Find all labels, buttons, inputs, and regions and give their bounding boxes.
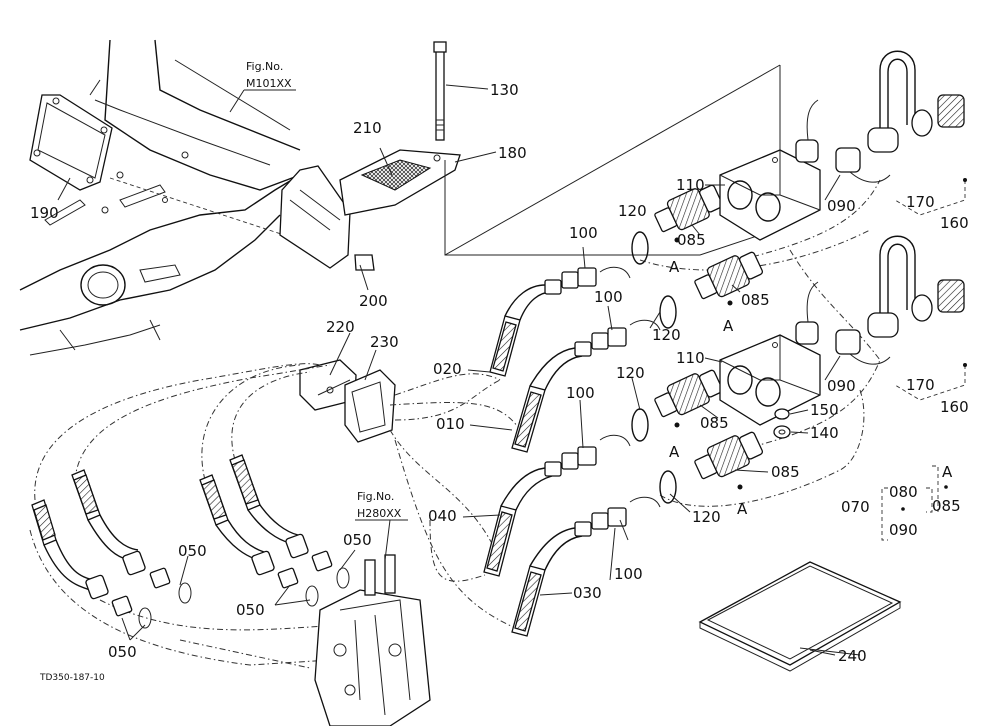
label-085d: 085 xyxy=(771,463,800,481)
label-a2: A xyxy=(723,317,734,335)
label-040: 040 xyxy=(428,507,457,525)
label-200: 200 xyxy=(359,292,388,310)
fig-ref-h280[interactable]: Fig.No. H280XX xyxy=(355,490,408,561)
label-100c: 100 xyxy=(566,384,595,402)
label-010: 010 xyxy=(436,415,465,433)
label-090b: 090 xyxy=(827,377,856,395)
part-set-legend xyxy=(881,465,948,541)
label-050b: 050 xyxy=(108,643,137,661)
cover-plate-190[interactable] xyxy=(29,94,331,251)
label-210: 210 xyxy=(353,119,382,137)
label-120a: 120 xyxy=(618,202,647,220)
label-090-legend: 090 xyxy=(889,521,918,539)
fig-ref-code: H280XX xyxy=(357,507,402,520)
label-085a: 085 xyxy=(677,231,706,249)
nut-washer[interactable] xyxy=(773,408,791,439)
label-100a: 100 xyxy=(569,224,598,242)
coupler-holders[interactable] xyxy=(719,149,821,426)
label-130: 130 xyxy=(490,81,519,99)
label-220: 220 xyxy=(326,318,355,336)
tractor-frame xyxy=(19,39,301,356)
hose-clamp-assembly[interactable] xyxy=(299,359,396,443)
fig-ref-m101[interactable]: Fig.No. M101XX xyxy=(229,60,296,113)
label-085-legend: 085 xyxy=(932,497,961,515)
label-100b: 100 xyxy=(594,288,623,306)
label-230: 230 xyxy=(370,333,399,351)
label-100d: 100 xyxy=(614,565,643,583)
label-160a: 160 xyxy=(940,214,969,232)
part-labels: 130 180 210 190 200 220 230 020 010 040 … xyxy=(30,81,969,683)
label-240: 240 xyxy=(838,647,867,665)
label-070: 070 xyxy=(841,498,870,516)
hoses-middle[interactable] xyxy=(483,267,627,637)
fig-ref-title: Fig.No. xyxy=(246,60,283,73)
label-080: 080 xyxy=(889,483,918,501)
dust-caps[interactable] xyxy=(795,99,891,365)
label-120d: 120 xyxy=(692,508,721,526)
drawing-code: TD350-187-10 xyxy=(39,673,105,683)
label-030: 030 xyxy=(573,584,602,602)
label-085b: 085 xyxy=(741,291,770,309)
label-170b: 170 xyxy=(906,376,935,394)
label-a4: A xyxy=(737,500,748,518)
label-120b: 120 xyxy=(652,326,681,344)
operator-manual[interactable] xyxy=(698,561,902,672)
label-110a: 110 xyxy=(676,176,705,194)
label-170a: 170 xyxy=(906,193,935,211)
hose-fittings-left[interactable] xyxy=(31,454,350,629)
leader-lines xyxy=(121,174,841,656)
label-085c: 085 xyxy=(700,414,729,432)
label-050a: 050 xyxy=(178,542,207,560)
label-110b: 110 xyxy=(676,349,705,367)
label-020: 020 xyxy=(433,360,462,378)
label-140: 140 xyxy=(810,424,839,442)
label-190: 190 xyxy=(30,204,59,222)
label-050c: 050 xyxy=(236,601,265,619)
label-a1: A xyxy=(669,258,680,276)
label-120c: 120 xyxy=(616,364,645,382)
label-090a: 090 xyxy=(827,197,856,215)
label-050d: 050 xyxy=(343,531,372,549)
fig-ref-title: Fig.No. xyxy=(357,490,394,503)
fig-ref-code: M101XX xyxy=(246,77,292,90)
label-a-legend: A xyxy=(942,463,953,481)
coupler-shackles[interactable] xyxy=(867,50,967,401)
label-180: 180 xyxy=(498,144,527,162)
label-150: 150 xyxy=(810,401,839,419)
mounting-bracket[interactable] xyxy=(279,41,461,271)
label-160b: 160 xyxy=(940,398,969,416)
label-a3: A xyxy=(669,443,680,461)
quick-couplers[interactable] xyxy=(652,181,765,490)
control-valve[interactable] xyxy=(314,554,431,726)
